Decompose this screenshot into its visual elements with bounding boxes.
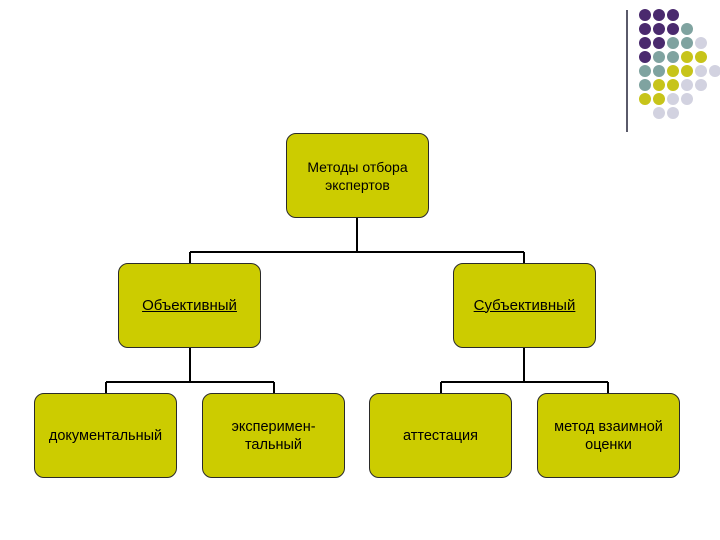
- mutual-assessment-node: метод взаимной оценки: [537, 393, 680, 478]
- subjective-node-label: Субъективный: [474, 297, 576, 315]
- mutual-assessment-node-label: метод взаимной оценки: [554, 418, 663, 454]
- experimental-node: эксперимен- тальный: [202, 393, 345, 478]
- documentary-node-label: документальный: [49, 427, 162, 445]
- attestation-node: аттестация: [369, 393, 512, 478]
- root-node-label: Методы отбора экспертов: [307, 158, 407, 194]
- documentary-node: документальный: [34, 393, 177, 478]
- experimental-node-label: эксперимен- тальный: [231, 418, 315, 454]
- objective-node: Объективный: [118, 263, 261, 348]
- objective-node-label: Объективный: [142, 297, 237, 315]
- subjective-node: Субъективный: [453, 263, 596, 348]
- root-node: Методы отбора экспертов: [286, 133, 429, 218]
- attestation-node-label: аттестация: [403, 427, 478, 445]
